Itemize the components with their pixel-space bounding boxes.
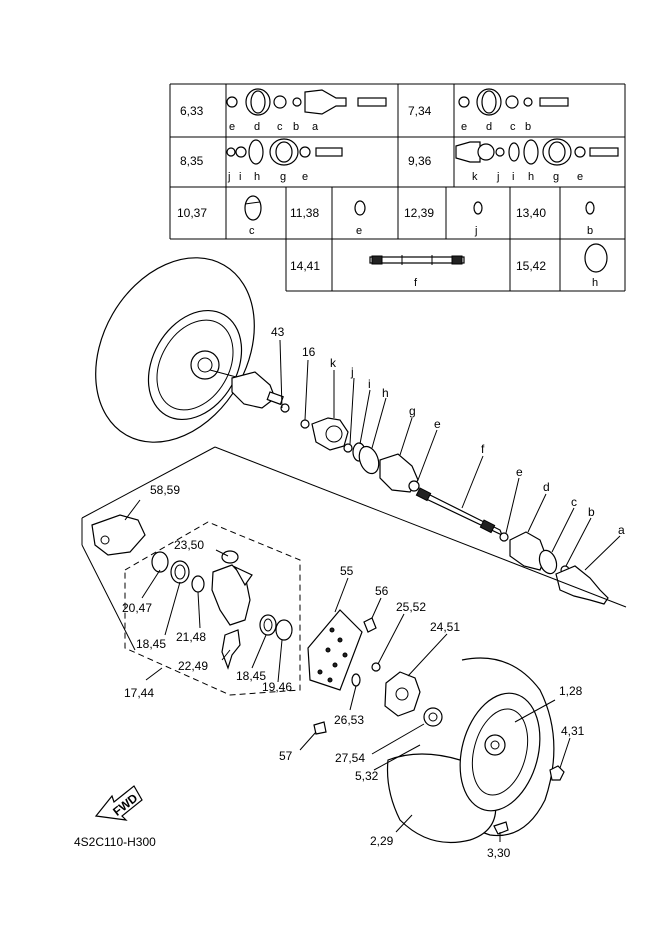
clip-icon bbox=[585, 201, 595, 215]
table-letter: b bbox=[293, 121, 299, 133]
callout-label: g bbox=[409, 404, 416, 418]
table-ref-number: 12,39 bbox=[404, 206, 434, 220]
large-ring-icon bbox=[584, 243, 608, 273]
callout-label: j bbox=[350, 365, 354, 379]
callout-label: 2,29 bbox=[370, 834, 394, 848]
table-letter: e bbox=[229, 121, 235, 133]
table-letter: j bbox=[496, 171, 499, 183]
callout-label: a bbox=[618, 523, 625, 537]
callout-labels: 43 16 k j i h g e f e d c b a 58,59 23,5… bbox=[122, 325, 625, 860]
callout-label: 18,45 bbox=[136, 637, 166, 651]
callout-label: f bbox=[481, 442, 485, 456]
callout-label: 23,50 bbox=[174, 538, 204, 552]
callout-label: 55 bbox=[340, 564, 354, 578]
inner-joint-boot-icon bbox=[226, 138, 343, 166]
table-letter: c bbox=[277, 121, 283, 133]
callout-label: 5,32 bbox=[355, 769, 379, 783]
table-letter: c bbox=[510, 121, 516, 133]
callout-label: 57 bbox=[279, 749, 293, 763]
table-letter: h bbox=[528, 171, 534, 183]
table-ref-number: 8,35 bbox=[180, 154, 204, 168]
table-letter: e bbox=[302, 171, 308, 183]
callout-label: i bbox=[368, 377, 371, 391]
callout-label: 3,30 bbox=[487, 846, 511, 860]
inner-joint-full-icon bbox=[455, 138, 619, 166]
drive-shaft-assembly bbox=[214, 417, 627, 608]
callout-label: 22,49 bbox=[178, 659, 208, 673]
table-letter: d bbox=[486, 121, 492, 133]
brake-disc bbox=[307, 609, 377, 735]
callout-label: 17,44 bbox=[124, 686, 154, 700]
callout-label: b bbox=[588, 505, 595, 519]
table-letter: g bbox=[280, 171, 286, 183]
table-letter: k bbox=[472, 171, 478, 183]
band-clamp-icon bbox=[244, 195, 262, 221]
upper-wheel-assembly bbox=[95, 257, 290, 443]
callout-label: 26,53 bbox=[334, 713, 364, 727]
leader-lines bbox=[124, 339, 621, 842]
callout-label: h bbox=[382, 386, 389, 400]
callout-label: 4,31 bbox=[561, 724, 585, 738]
table-ref-number: 11,38 bbox=[290, 206, 319, 220]
callout-label: 16 bbox=[302, 345, 316, 359]
table-letter: c bbox=[249, 225, 255, 237]
table-ref-number: 13,40 bbox=[516, 206, 546, 220]
table-letter: b bbox=[587, 225, 593, 237]
table-letter: b bbox=[525, 121, 531, 133]
circlip-icon bbox=[473, 201, 483, 215]
callout-label: e bbox=[434, 417, 441, 431]
callout-label: k bbox=[330, 356, 337, 370]
small-clamp-icon bbox=[354, 200, 366, 216]
callout-label: 19,46 bbox=[262, 680, 292, 694]
reference-table: 6,33 e d c b a 7,34 e d c b 8,35 bbox=[169, 83, 626, 292]
table-letter: g bbox=[553, 171, 559, 183]
table-letter: i bbox=[512, 171, 514, 183]
callout-label: d bbox=[543, 480, 550, 494]
boot-assembly-icon bbox=[458, 88, 569, 116]
table-letter: f bbox=[414, 277, 418, 289]
knuckle-assembly bbox=[81, 446, 301, 696]
callout-label: 20,47 bbox=[122, 601, 152, 615]
table-ref-number: 15,42 bbox=[516, 259, 546, 273]
table-ref-number: 14,41 bbox=[290, 259, 320, 273]
table-letter: j bbox=[474, 225, 477, 237]
table-letter: h bbox=[254, 171, 260, 183]
lower-wheel-assembly bbox=[386, 657, 565, 844]
callout-label: 58,59 bbox=[150, 483, 180, 497]
table-letter: e bbox=[461, 121, 467, 133]
cv-joint-assembly-icon bbox=[226, 88, 387, 116]
table-ref-number: 9,36 bbox=[408, 154, 432, 168]
table-letter: e bbox=[577, 171, 583, 183]
table-ref-number: 7,34 bbox=[408, 104, 432, 118]
callout-label: 43 bbox=[271, 325, 285, 339]
table-letter: e bbox=[356, 225, 362, 237]
callout-label: 27,54 bbox=[335, 751, 365, 765]
callout-label: e bbox=[516, 465, 523, 479]
table-letter: i bbox=[239, 171, 241, 183]
fwd-arrow-icon: FWD bbox=[94, 785, 143, 821]
table-letter: j bbox=[227, 171, 230, 183]
table-letter: d bbox=[254, 121, 260, 133]
callout-label: 25,52 bbox=[396, 600, 426, 614]
callout-label: 1,28 bbox=[559, 684, 583, 698]
callout-label: c bbox=[571, 495, 577, 509]
diagram-code: 4S2C110-H300 bbox=[74, 835, 156, 849]
table-ref-number: 6,33 bbox=[180, 104, 204, 118]
callout-label: 18,45 bbox=[236, 669, 266, 683]
callout-label: 24,51 bbox=[430, 620, 460, 634]
table-letter: h bbox=[592, 277, 598, 289]
callout-label: 56 bbox=[375, 584, 389, 598]
drive-shaft-icon bbox=[369, 255, 465, 265]
callout-label: 21,48 bbox=[176, 630, 206, 644]
table-letter: a bbox=[312, 121, 319, 133]
wheel-hub bbox=[371, 662, 443, 727]
table-ref-number: 10,37 bbox=[177, 206, 207, 220]
